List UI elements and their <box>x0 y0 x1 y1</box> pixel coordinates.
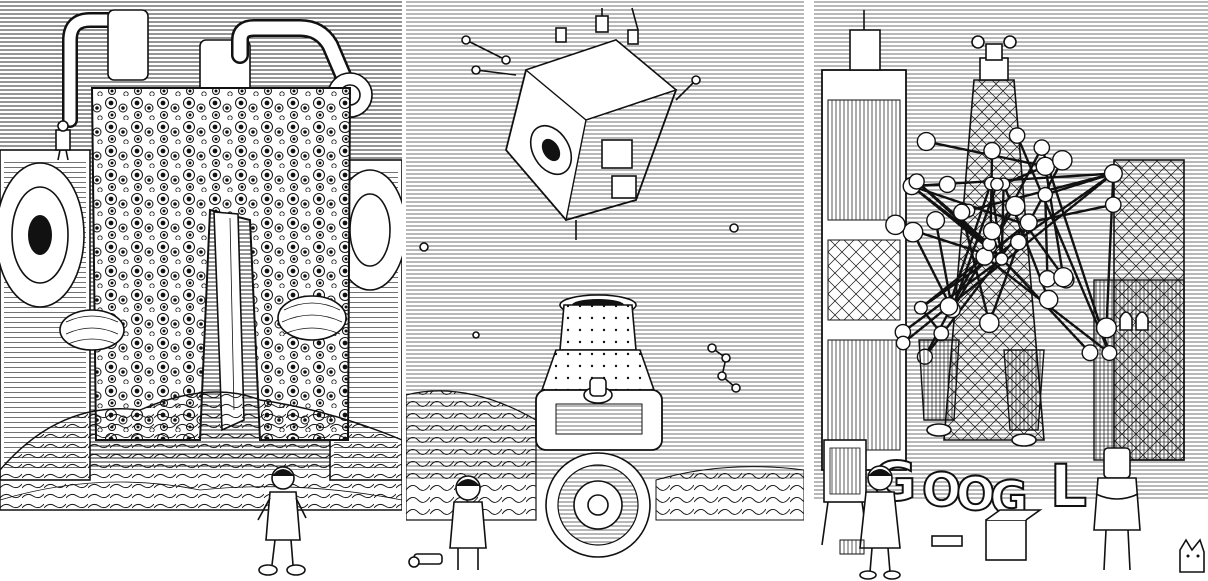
molecule-bond <box>915 180 990 245</box>
molecule-atom <box>885 214 906 236</box>
wavy-ground <box>0 391 402 511</box>
child-character <box>859 465 901 580</box>
molecule-bond <box>960 211 991 324</box>
panel-right: G O O G L <box>814 0 1208 581</box>
molecule-atom <box>982 221 1002 241</box>
molecule-atom <box>1005 195 1026 217</box>
small-robot-perched <box>55 120 71 161</box>
molecule-atom <box>1035 156 1055 177</box>
molecule-atom <box>1081 344 1099 362</box>
molecule-atom <box>952 203 971 221</box>
molecule-bond <box>1028 203 1114 224</box>
molecule-atom <box>994 252 1009 266</box>
molecule-atom <box>1103 163 1123 184</box>
molecule-bond <box>1044 194 1049 279</box>
molecule-atom <box>933 325 950 342</box>
fallen-robot <box>408 553 443 568</box>
letter-o-1: O <box>922 463 961 517</box>
panel-left <box>0 0 402 581</box>
molecule-bond <box>951 183 999 311</box>
letter-o-2: O <box>956 467 995 521</box>
gutter-2 <box>804 0 814 581</box>
molecule-bond <box>1040 147 1111 354</box>
side-cushions <box>59 295 347 351</box>
cannon-wheel <box>545 452 651 558</box>
floating-particles <box>419 223 741 393</box>
eye-covered-machine <box>90 87 352 441</box>
right-lattice-tower <box>1093 159 1185 461</box>
molecule-atom <box>1053 267 1074 288</box>
left-panel-illustration <box>0 0 402 576</box>
floating-cube <box>461 7 701 240</box>
molecule-atom <box>1095 317 1118 339</box>
molecule-atom <box>926 211 946 231</box>
left-tower <box>821 10 907 471</box>
molecule-atom <box>1019 213 1038 232</box>
molecule-atom <box>979 312 1000 334</box>
small-cat <box>1179 538 1205 573</box>
molecule-atom <box>1009 233 1028 251</box>
hanging-pods <box>918 339 1045 447</box>
molecule-atom <box>895 335 911 351</box>
molecule-atom <box>1038 269 1057 288</box>
molecule-atom <box>1101 345 1118 362</box>
adult-character <box>1093 447 1141 571</box>
molecule-atom <box>1008 127 1026 144</box>
right-hill <box>655 466 804 521</box>
ground-props <box>839 509 1043 561</box>
molecule-atom <box>938 175 957 194</box>
molecule-atom <box>916 131 936 152</box>
molecule-atom <box>1104 196 1122 214</box>
panel-middle <box>406 0 804 581</box>
molecule-bond <box>1000 184 1005 260</box>
molecule-atom <box>990 177 1004 192</box>
child-character <box>449 475 487 570</box>
child-character <box>257 466 307 576</box>
letter-l: L <box>1050 452 1087 520</box>
molecule-atom <box>1033 139 1051 156</box>
right-panel-illustration: G O O G L <box>814 0 1208 580</box>
molecule-bond <box>1015 135 1111 354</box>
molecule-atom <box>939 296 959 316</box>
molecule-atom <box>1052 149 1073 171</box>
cannon-machine <box>535 294 663 451</box>
gutter-1 <box>402 0 406 581</box>
left-hill <box>406 390 537 521</box>
molecule-bond <box>911 231 954 311</box>
molecule-atom <box>908 173 925 190</box>
middle-panel-illustration <box>406 0 804 570</box>
molecule-bond <box>934 220 954 310</box>
molecule-atom <box>913 300 928 315</box>
molecule-cloud <box>885 127 1123 365</box>
molecule-atom <box>983 141 1001 160</box>
molecule-atom <box>1038 289 1059 310</box>
molecule-atom <box>1037 186 1054 203</box>
molecule-atom <box>902 221 924 243</box>
easel-painting <box>821 439 869 546</box>
